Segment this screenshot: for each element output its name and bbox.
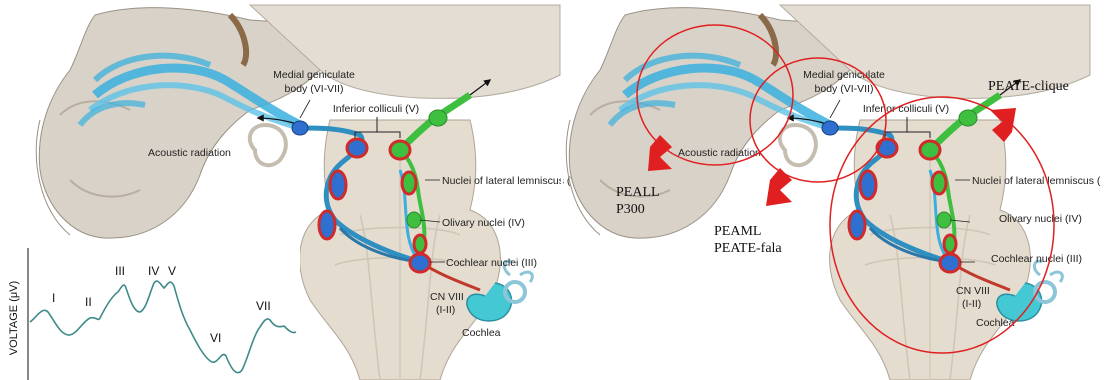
abr-waveform-inset: VOLTAGE (μV) I II III IV V VI VII — [0, 240, 300, 380]
left-label-lateral-lemniscus: Nuclei of lateral lemniscus (V — [442, 175, 577, 187]
annotation-p300: P300 — [616, 202, 645, 217]
right-label-medial-geniculate-2: body (VI-VII) — [815, 83, 874, 95]
right-label-cochlear-nuclei: Cochlear nuclei (III) — [991, 253, 1082, 265]
right-label-medial-geniculate-1: Medial geniculate — [803, 69, 885, 81]
left-diagram-panel: Medial geniculate body (VI-VII) Inferior… — [0, 5, 577, 380]
wave-peak-label-5: V — [168, 264, 176, 278]
right-label-lateral-lemniscus: Nuclei of lateral lemniscus ( — [972, 175, 1101, 187]
left-label-cochlear-nuclei: Cochlear nuclei (III) — [446, 257, 537, 269]
right-label-acoustic-radiation: Acoustic radiation — [678, 147, 761, 159]
left-label-medial-geniculate-1: Medial geniculate — [273, 69, 355, 81]
right-label-cn-viii-2: (I-II) — [962, 298, 981, 310]
right-diagram-panel: Medial geniculate body (VI-VII) Inferior… — [566, 5, 1101, 380]
wave-peak-label-7: VII — [256, 299, 271, 313]
wave-peak-label-3: III — [115, 264, 125, 278]
wave-peak-label-4: IV — [148, 264, 159, 278]
wave-peak-label-6: VI — [210, 331, 221, 345]
left-label-cochlea: Cochlea — [462, 327, 501, 339]
right-label-cn-viii-1: CN VIII — [956, 285, 990, 297]
right-label-olivary-nuclei: Olivary nuclei (IV) — [999, 213, 1082, 225]
annotation-peaml: PEAML — [714, 224, 761, 239]
right-label-inferior-colliculi: Inferior colliculi (V) — [863, 103, 949, 115]
left-label-medial-geniculate-2: body (VI-VII) — [285, 83, 344, 95]
wave-peak-label-1: I — [52, 291, 55, 305]
left-label-olivary-nuclei: Olivary nuclei (IV) — [442, 217, 525, 229]
left-label-cn-viii-1: CN VIII — [430, 291, 464, 303]
annotation-peall: PEALL — [616, 185, 660, 200]
annotation-peate-clique: PEATE-clique — [988, 79, 1069, 94]
left-label-acoustic-radiation: Acoustic radiation — [148, 147, 231, 159]
annotation-peate-fala: PEATE-fala — [714, 241, 782, 256]
left-label-cn-viii-2: (I-II) — [436, 304, 455, 316]
left-label-inferior-colliculi: Inferior colliculi (V) — [333, 103, 419, 115]
waveform-y-axis-label: VOLTAGE (μV) — [8, 281, 20, 355]
wave-peak-label-2: II — [85, 295, 92, 309]
arrow-thalamic-down-left — [766, 168, 792, 206]
